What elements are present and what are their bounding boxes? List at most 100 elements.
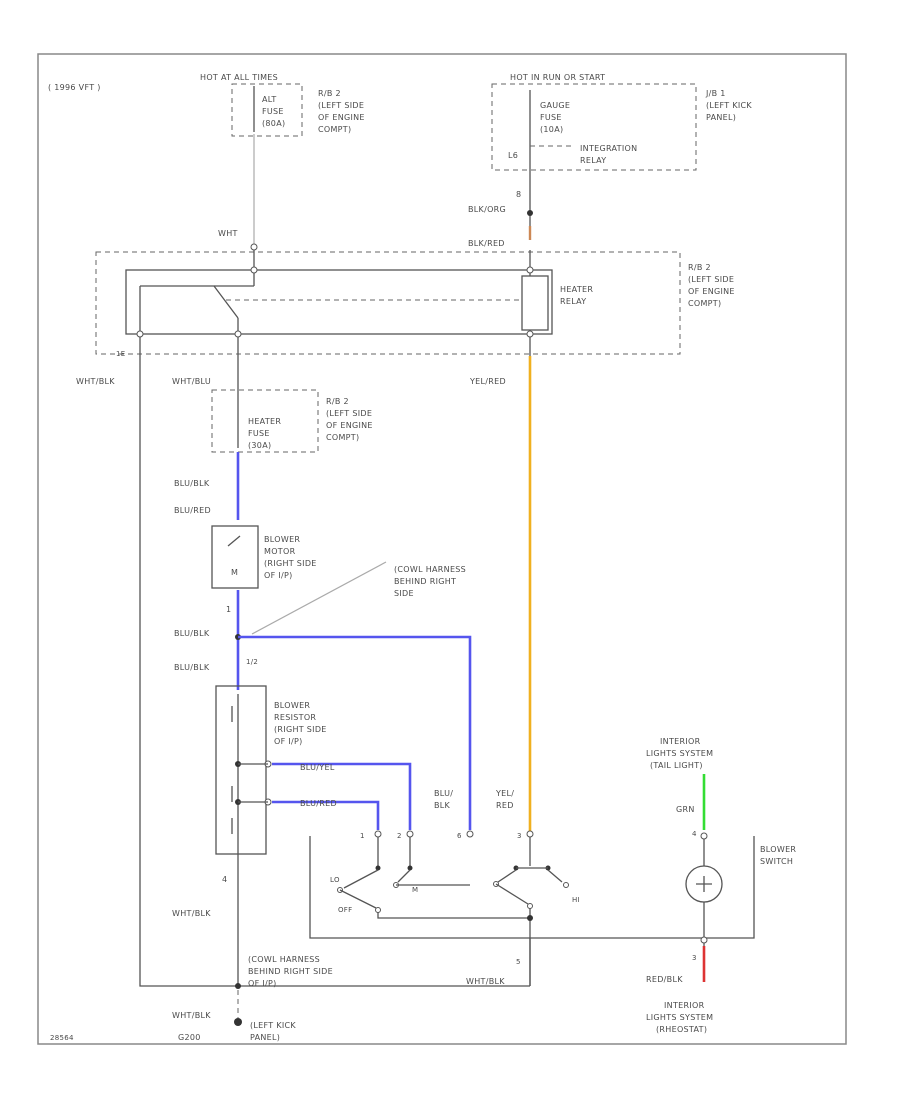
svg-text:RESISTOR: RESISTOR <box>274 713 316 722</box>
svg-text:G200: G200 <box>178 1033 201 1042</box>
blower-motor-box <box>211 525 259 589</box>
hot-in-run-label: HOT IN RUN OR START <box>510 73 605 82</box>
svg-text:L6: L6 <box>508 151 518 160</box>
svg-text:PANEL): PANEL) <box>250 1033 280 1042</box>
svg-text:4: 4 <box>692 830 697 838</box>
svg-text:OF I/P): OF I/P) <box>274 737 303 746</box>
svg-text:INTERIOR: INTERIOR <box>664 1001 705 1010</box>
svg-text:2: 2 <box>397 832 402 840</box>
svg-text:OF I/P): OF I/P) <box>248 979 277 988</box>
heater-fuse-block: HEATER FUSE (30A) R/B 2 (LEFT SIDE OF EN… <box>174 356 372 520</box>
blower-resistor-block: BLOWER RESISTOR (RIGHT SIDE OF I/P) BLU/… <box>215 685 412 986</box>
svg-text:(RIGHT SIDE: (RIGHT SIDE <box>274 725 327 734</box>
svg-text:6: 6 <box>457 832 462 840</box>
svg-text:WHT/BLK: WHT/BLK <box>172 1011 211 1020</box>
heater-fuse-box <box>211 389 319 453</box>
svg-text:SIDE: SIDE <box>394 589 414 598</box>
svg-text:(LEFT SIDE: (LEFT SIDE <box>688 275 734 284</box>
wire-wht-blu-label: WHT/BLU <box>172 377 211 386</box>
wire-blk-red-label: BLK/RED <box>468 239 505 248</box>
svg-text:OFF: OFF <box>338 906 352 914</box>
svg-text:3: 3 <box>517 832 522 840</box>
svg-text:(RIGHT SIDE: (RIGHT SIDE <box>264 559 317 568</box>
svg-text:COMPT): COMPT) <box>688 299 721 308</box>
svg-text:BLU/RED: BLU/RED <box>300 799 337 808</box>
svg-text:RELAY: RELAY <box>580 156 607 165</box>
svg-text:HI: HI <box>572 896 580 904</box>
svg-text:LIGHTS SYSTEM: LIGHTS SYSTEM <box>646 749 713 758</box>
motor-symbol: M <box>231 568 238 577</box>
alt-fuse-box <box>231 83 303 137</box>
diagram-frame <box>37 53 847 1045</box>
svg-text:BLU/: BLU/ <box>434 789 453 798</box>
svg-text:RED/BLK: RED/BLK <box>646 975 683 984</box>
svg-text:1: 1 <box>226 605 231 614</box>
svg-text:(COWL HARNESS: (COWL HARNESS <box>394 565 466 574</box>
svg-text:1: 1 <box>360 832 365 840</box>
svg-text:(30A): (30A) <box>248 441 271 450</box>
svg-text:RED: RED <box>496 801 514 810</box>
svg-text:BLU/RED: BLU/RED <box>174 506 211 515</box>
svg-text:COMPT): COMPT) <box>326 433 359 442</box>
wire-blu-yel <box>272 762 412 830</box>
svg-text:(COWL HARNESS: (COWL HARNESS <box>248 955 320 964</box>
svg-text:FUSE: FUSE <box>248 429 270 438</box>
svg-text:SWITCH: SWITCH <box>760 857 793 866</box>
wire-wht-label: WHT <box>218 229 238 238</box>
jb1-box <box>491 83 697 171</box>
svg-text:LIGHTS SYSTEM: LIGHTS SYSTEM <box>646 1013 713 1022</box>
svg-text:(LEFT KICK: (LEFT KICK <box>706 101 752 110</box>
svg-text:(LEFT SIDE: (LEFT SIDE <box>326 409 372 418</box>
svg-text:FUSE: FUSE <box>540 113 562 122</box>
svg-text:RELAY: RELAY <box>560 297 587 306</box>
wire-blk-org-label: BLK/ORG <box>468 205 506 214</box>
blower-switch-outline <box>309 836 755 939</box>
svg-text:BLOWER: BLOWER <box>264 535 300 544</box>
svg-text:(LEFT KICK: (LEFT KICK <box>250 1021 296 1030</box>
ground-point-icon <box>234 1018 242 1026</box>
hot-at-all-times-label: HOT AT ALL TIMES <box>200 73 278 82</box>
corner-label: ( 1996 VFT ) <box>48 83 101 92</box>
svg-text:BLU/BLK: BLU/BLK <box>174 663 210 672</box>
svg-text:ALT: ALT <box>262 95 277 104</box>
svg-text:HEATER: HEATER <box>560 285 593 294</box>
blower-resistor-box <box>215 685 267 855</box>
wire-wht-blk-ground <box>139 356 530 987</box>
svg-text:BLOWER: BLOWER <box>274 701 310 710</box>
svg-text:4: 4 <box>222 875 227 884</box>
wire-blu-red <box>272 800 380 830</box>
svg-text:1E: 1E <box>116 350 125 358</box>
svg-text:OF I/P): OF I/P) <box>264 571 293 580</box>
blower-switch-block: BLU/ BLK YEL/ RED 1 2 6 3 LO M OFF <box>309 789 796 986</box>
svg-text:LO: LO <box>330 876 340 884</box>
svg-text:J/B 1: J/B 1 <box>705 89 726 98</box>
svg-text:M: M <box>412 886 418 894</box>
svg-text:BLU/YEL: BLU/YEL <box>300 763 335 772</box>
svg-text:FUSE: FUSE <box>262 107 284 116</box>
svg-text:COMPT): COMPT) <box>318 125 351 134</box>
wire-blu-blk-branch <box>238 635 472 830</box>
svg-text:BLOWER: BLOWER <box>760 845 796 854</box>
heater-relay-block: HEATER RELAY R/B 2 (LEFT SIDE OF ENGINE … <box>76 250 735 386</box>
svg-text:5: 5 <box>516 958 521 966</box>
gauge-fuse-block: HOT IN RUN OR START GAUGE FUSE (10A) INT… <box>468 73 752 248</box>
heater-relay-housing <box>125 269 553 335</box>
svg-text:BLU/BLK: BLU/BLK <box>174 479 210 488</box>
svg-text:BLK: BLK <box>434 801 451 810</box>
rb2-relay-box <box>95 251 681 355</box>
wire-yel-red-label: YEL/RED <box>469 377 506 386</box>
svg-text:3: 3 <box>692 954 697 962</box>
relay-switch-contact <box>140 285 239 319</box>
svg-text:R/B 2: R/B 2 <box>326 397 349 406</box>
svg-text:R/B 2: R/B 2 <box>318 89 341 98</box>
svg-text:MOTOR: MOTOR <box>264 547 296 556</box>
svg-text:OF ENGINE: OF ENGINE <box>688 287 735 296</box>
interior-lights-block: INTERIOR LIGHTS SYSTEM (TAIL LIGHT) GRN … <box>646 737 713 1034</box>
svg-text:BLU/BLK: BLU/BLK <box>174 629 210 638</box>
svg-text:(RHEOSTAT): (RHEOSTAT) <box>656 1025 707 1034</box>
svg-text:8: 8 <box>516 190 521 199</box>
blower-motor-block: BLOWER MOTOR (RIGHT SIDE OF I/P) M 1 BLU… <box>174 525 472 830</box>
wire-wht-blk-label-left: WHT/BLK <box>76 377 115 386</box>
svg-text:HEATER: HEATER <box>248 417 281 426</box>
